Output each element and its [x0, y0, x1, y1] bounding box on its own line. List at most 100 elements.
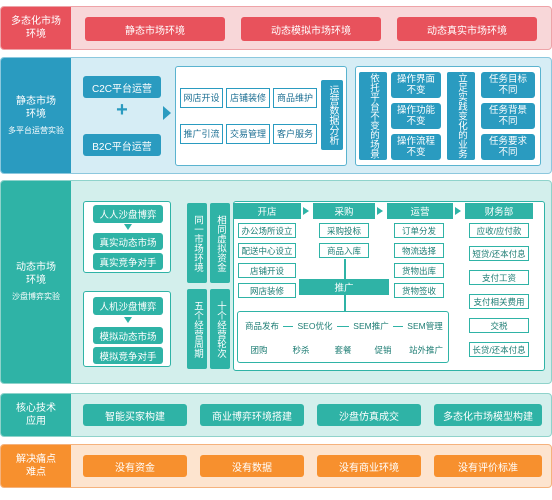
- op-trade: 交易管理: [226, 124, 270, 144]
- ops-panel: [175, 66, 347, 166]
- open-header: 开店: [233, 203, 301, 219]
- row-market-env: 多态化市场环境 静态市场环境 动态模拟市场环境 动态真实市场环境: [0, 6, 552, 50]
- purchase-header: 采购: [313, 203, 375, 219]
- finance-header: 财务部: [465, 203, 533, 219]
- human-item-1: 真实动态市场: [93, 233, 163, 250]
- operate-item-3: 货物出库: [394, 263, 444, 278]
- five-cycles-text: 五个经营周期: [192, 300, 203, 358]
- activity-4: 促销: [374, 345, 392, 355]
- operate-header: 运营: [387, 203, 453, 219]
- human-title: 人人沙盘博弈: [93, 205, 163, 223]
- open-item-1: 办公场所设立: [238, 223, 296, 238]
- task-b-2: 任务背景不同: [481, 103, 535, 129]
- five-cycles-box: [187, 289, 207, 369]
- promo-arrow-2: [337, 326, 349, 327]
- op-promo: 推广引流: [180, 124, 223, 144]
- pain-1: 没有资金: [83, 455, 187, 477]
- activity-5: 站外推广: [408, 345, 443, 355]
- row-static: 静态市场环境 多平台运营实验 C2C平台运营 + B2C平台运营 网店开设 店铺…: [0, 57, 552, 174]
- activity-2: 秒杀: [292, 345, 310, 355]
- stand-box: [447, 72, 475, 160]
- operate-item-2: 物流选择: [394, 243, 444, 258]
- row-label-bg: [1, 394, 71, 436]
- b2c-platform: B2C平台运营: [83, 134, 161, 156]
- row-label: 多态化市场环境: [7, 7, 65, 49]
- op-shop-open: 网店开设: [180, 88, 223, 108]
- arrow-operate-finance: [455, 207, 461, 215]
- analysis-box: [321, 80, 343, 150]
- row-label-bg: [1, 181, 71, 383]
- promo-panel: [237, 311, 449, 363]
- open-item-4: 网店装修: [238, 283, 296, 298]
- row-title: 静态市场环境: [16, 95, 56, 120]
- finance-item-2: 短贷/还本付息: [469, 246, 529, 261]
- row-label-text: 解决痛点难点: [16, 454, 56, 478]
- finance-item-5: 交税: [469, 318, 529, 333]
- op-shop-decor: 店铺装修: [226, 88, 270, 108]
- human-arrow: [124, 224, 132, 230]
- row-label: 核心技术应用: [7, 394, 65, 436]
- row-label-bg: [1, 7, 71, 49]
- promo-step-1: 商品发布: [244, 321, 279, 331]
- promo-header: 推广: [299, 279, 389, 295]
- arrow-purchase-operate: [377, 207, 383, 215]
- plus-sign: +: [116, 99, 128, 121]
- task-a-1: 操作界面不变: [391, 72, 441, 98]
- promo-step-2: SEO优化: [297, 321, 333, 331]
- open-item-3: 店铺开设: [238, 263, 296, 278]
- row-label: 动态市场环境 沙盘博弈实验: [7, 181, 65, 383]
- open-item-2: 配送中心设立: [238, 243, 296, 258]
- row-pain-points: 解决痛点难点 没有资金 没有数据 没有商业环境 没有评价标准: [0, 444, 552, 488]
- promo-connector-down: [344, 295, 346, 319]
- pain-2: 没有数据: [200, 455, 304, 477]
- operate-item-1: 订单分发: [394, 223, 444, 238]
- same-fund-box: [210, 203, 230, 283]
- tech-3: 沙盘仿真成交: [317, 404, 421, 426]
- env-dynamic-real: 动态真实市场环境: [397, 17, 537, 41]
- row-label-bg: [1, 58, 71, 173]
- operate-item-4: 货物签收: [394, 283, 444, 298]
- finance-item-4: 支付相关费用: [469, 294, 529, 309]
- arrow-right: [163, 106, 171, 120]
- human-item-2: 真实竞争对手: [93, 253, 163, 270]
- task-b-3: 任务要求不同: [481, 134, 535, 160]
- purchase-item-2: 商品入库: [319, 243, 369, 258]
- activity-3: 套餐: [334, 345, 352, 355]
- row-label-text: 核心技术应用: [16, 403, 56, 427]
- ten-rounds-box: [210, 289, 230, 369]
- finance-item-3: 支付工资: [469, 270, 529, 285]
- activity-1: 团购: [250, 345, 268, 355]
- arrow-open-purchase: [303, 207, 309, 215]
- ten-rounds-text: 十个经营轮次: [215, 300, 226, 358]
- row-label-text: 多态化市场环境: [11, 16, 61, 40]
- c2c-platform: C2C平台运营: [83, 76, 161, 98]
- stand-text: 立足实践变化的业务: [456, 73, 467, 159]
- task-b-1: 任务目标不同: [481, 72, 535, 98]
- same-fund-text: 相同虚拟资金: [215, 214, 226, 272]
- promo-step-3: SEM推广: [353, 321, 389, 331]
- ai-arrow: [124, 317, 132, 323]
- finance-item-6: 长贷/还本付息: [469, 342, 529, 357]
- purchase-item-1: 采购投标: [319, 223, 369, 238]
- env-dynamic-sim: 动态模拟市场环境: [241, 17, 381, 41]
- pain-3: 没有商业环境: [317, 455, 421, 477]
- task-a-2: 操作功能不变: [391, 103, 441, 129]
- analysis-text: 运营数据分析: [327, 85, 338, 145]
- task-a-3: 操作流程不变: [391, 134, 441, 160]
- row-dynamic: 动态市场环境 沙盘博弈实验 人人沙盘博弈 真实动态市场 真实竞争对手 人机沙盘博…: [0, 180, 552, 384]
- row-title: 动态市场环境: [16, 262, 56, 286]
- row-label: 静态市场环境 多平台运营实验: [7, 58, 65, 173]
- promo-arrow-3: [393, 326, 403, 327]
- same-env-text: 同一市场环境: [192, 214, 203, 272]
- depend-box: [359, 72, 387, 160]
- promo-arrow-1: [283, 326, 293, 327]
- finance-item-1: 应收/应付款: [469, 223, 529, 238]
- depend-text: 依托平台不变的场景: [368, 73, 379, 159]
- row-subtitle: 沙盘博弈实验: [12, 292, 60, 301]
- op-product: 商品维护: [273, 88, 317, 108]
- tech-2: 商业博弈环境搭建: [200, 404, 304, 426]
- same-env-box: [187, 203, 207, 283]
- ai-title: 人机沙盘博弈: [93, 297, 163, 315]
- row-subtitle: 多平台运营实验: [8, 125, 64, 135]
- promo-step-4: SEM管理: [407, 321, 443, 331]
